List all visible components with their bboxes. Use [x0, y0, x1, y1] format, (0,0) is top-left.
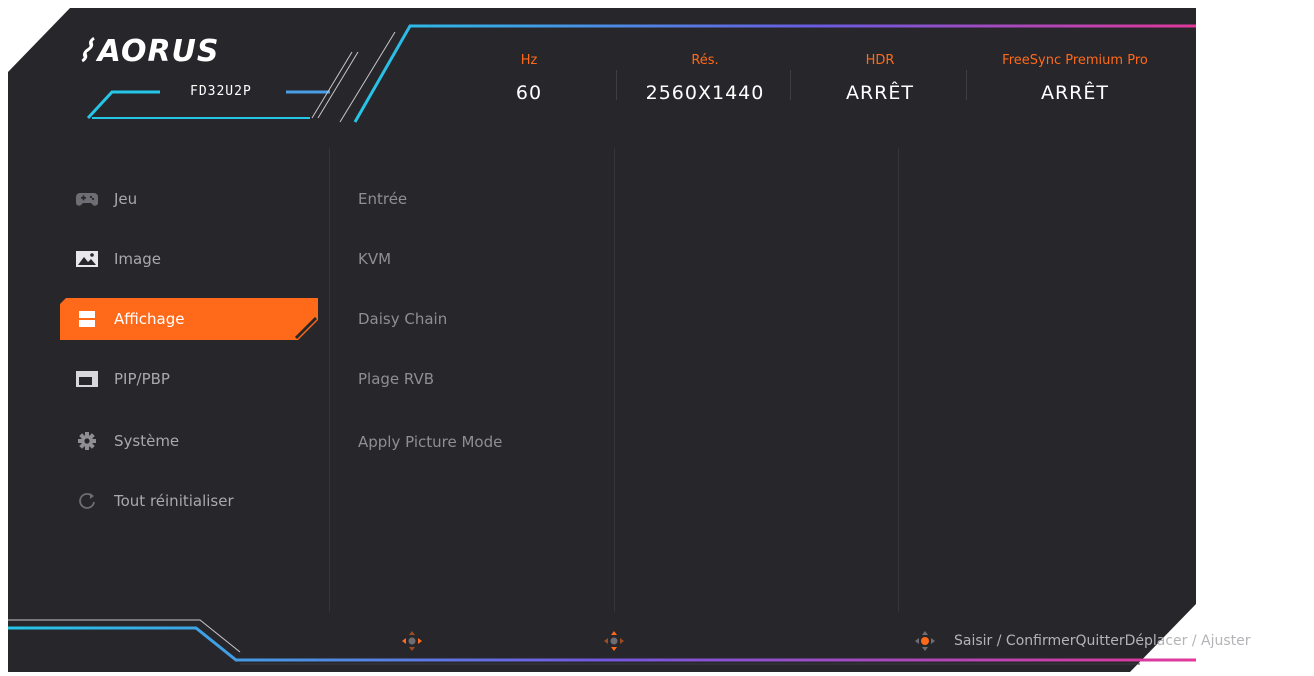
menu-item-label: Image — [114, 250, 161, 268]
status-freesync-value: ARRÊT — [1040, 82, 1109, 104]
column-divider — [898, 148, 899, 612]
menu-item-label: Jeu — [114, 190, 138, 208]
status-hz-label: Hz — [520, 53, 538, 68]
status-resolution: Rés. 2560X1440 — [620, 52, 790, 104]
aorus-logo: ⌇AORUS — [72, 34, 220, 69]
submenu-item-entree[interactable]: Entrée — [358, 190, 408, 208]
menu-item-label: Affichage — [114, 310, 185, 328]
display-icon — [76, 310, 98, 328]
status-divider — [966, 70, 967, 100]
gear-icon — [76, 432, 98, 450]
status-hdr: HDR ARRÊT — [795, 52, 965, 104]
joystick-move-icon — [402, 631, 422, 651]
menu-item-label: Tout réinitialiser — [114, 492, 234, 510]
menu-item-affichage[interactable]: Affichage — [60, 298, 318, 340]
status-resolution-label: Rés. — [691, 53, 719, 68]
submenu-item-kvm[interactable]: KVM — [358, 250, 392, 268]
submenu-item-apply-picture-mode[interactable]: Apply Picture Mode — [358, 433, 503, 451]
menu-item-jeu[interactable]: Jeu — [60, 178, 318, 220]
menu-item-label: Système — [114, 432, 180, 450]
footer-move-hint: Déplacer / Ajuster — [1124, 633, 1251, 649]
status-hz: Hz 60 — [444, 52, 614, 104]
active-highlight — [60, 298, 318, 340]
menu-item-tout-reinitialiser[interactable]: Tout réinitialiser — [60, 480, 318, 522]
submenu-item-daisy-chain[interactable]: Daisy Chain — [358, 310, 448, 328]
joystick-enter-icon — [915, 631, 935, 651]
column-divider — [329, 148, 330, 612]
footer-hints: Saisir / ConfirmerQuitterDéplacer / Ajus… — [954, 633, 1251, 649]
picture-icon — [76, 250, 98, 268]
status-hdr-label: HDR — [865, 53, 895, 68]
submenu-item-plage-rvb[interactable]: Plage RVB — [358, 370, 435, 388]
status-hz-value: 60 — [515, 82, 543, 104]
status-divider — [790, 70, 791, 100]
footer-enter-hint: Saisir / Confirmer — [954, 633, 1076, 649]
status-resolution-value: 2560X1440 — [645, 82, 765, 104]
footer-quit-hint: Quitter — [1075, 633, 1125, 649]
status-freesync-label: FreeSync Premium Pro — [1002, 53, 1148, 68]
menu-item-label: PIP/PBP — [114, 370, 170, 388]
status-freesync: FreeSync Premium Pro ARRÊT — [975, 52, 1175, 104]
status-hdr-value: ARRÊT — [845, 82, 914, 104]
status-divider — [616, 70, 617, 100]
column-divider — [614, 148, 615, 612]
joystick-adjust-icon — [604, 631, 624, 651]
gamepad-icon — [76, 190, 98, 208]
menu-item-systeme[interactable]: Système — [60, 420, 318, 462]
model-name: FD32U2P — [190, 84, 252, 99]
pip-icon — [76, 370, 98, 388]
menu-item-image[interactable]: Image — [60, 238, 318, 280]
reset-icon — [76, 492, 98, 510]
menu-item-pip-pbp[interactable]: PIP/PBP — [60, 358, 318, 400]
